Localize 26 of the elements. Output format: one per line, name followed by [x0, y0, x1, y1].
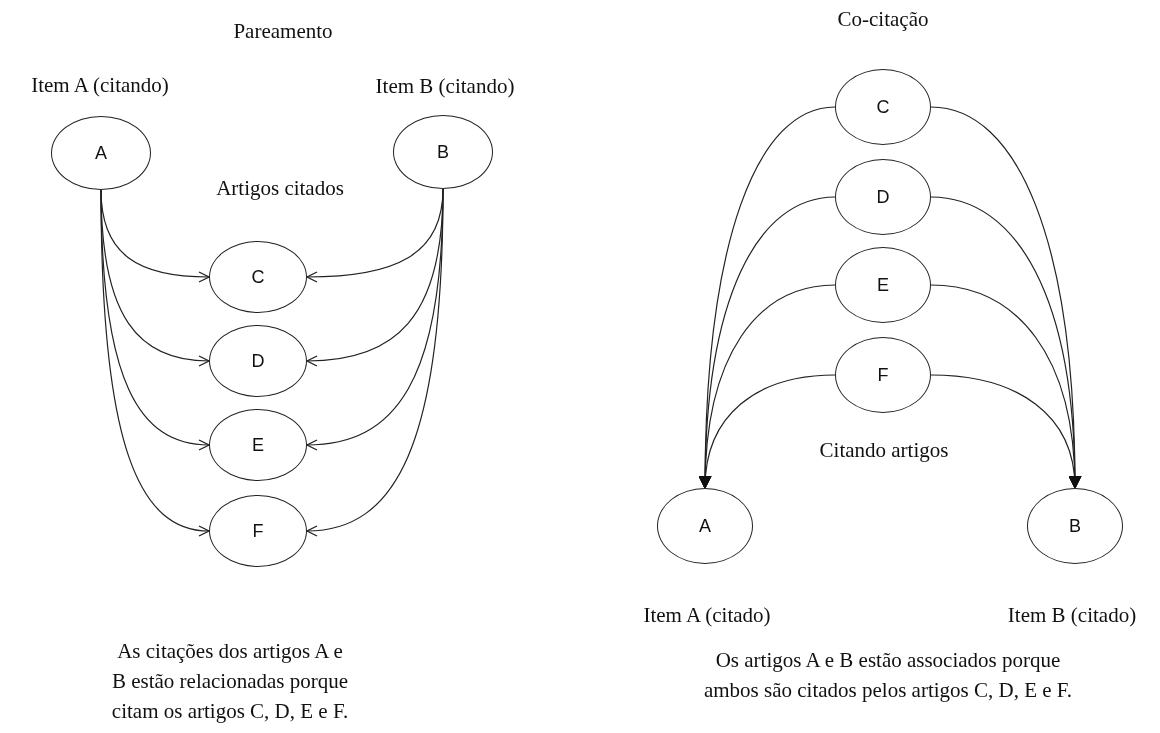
caption-text: Os artigos A e B estão associados porque ambos são citados pelos artigos C, D, E e F. [702, 647, 1074, 704]
heading-text: Artigos citados [216, 175, 344, 202]
node-label: A [95, 142, 107, 164]
heading-text: Co-citação [837, 6, 929, 33]
node-label: C [251, 266, 265, 288]
node-caption: Item A (citado) [643, 602, 771, 629]
node-caption: Item B (citado) [1007, 602, 1137, 629]
node-label: A [699, 515, 711, 537]
node-label: C [876, 96, 890, 118]
node-caption: Item A (citando) [31, 72, 169, 99]
arrow [699, 374, 836, 490]
node-label: E [252, 434, 264, 456]
node-label: F [252, 520, 264, 542]
caption-text: As citações dos artigos A e B estão relacionadas porque citam os artigos C, D, E e F. [110, 638, 350, 725]
node-label: B [437, 141, 449, 163]
node-label: B [1069, 515, 1081, 537]
arrow [100, 189, 210, 536]
arrow [930, 374, 1081, 490]
node-caption: Item B (citando) [375, 73, 515, 100]
node-label: D [251, 350, 265, 372]
node-label: E [877, 274, 889, 296]
node-label: D [876, 186, 890, 208]
heading-text: Pareamento [233, 18, 333, 45]
node-label: F [877, 364, 889, 386]
arrow [306, 188, 444, 536]
heading-text: Citando artigos [819, 437, 949, 464]
